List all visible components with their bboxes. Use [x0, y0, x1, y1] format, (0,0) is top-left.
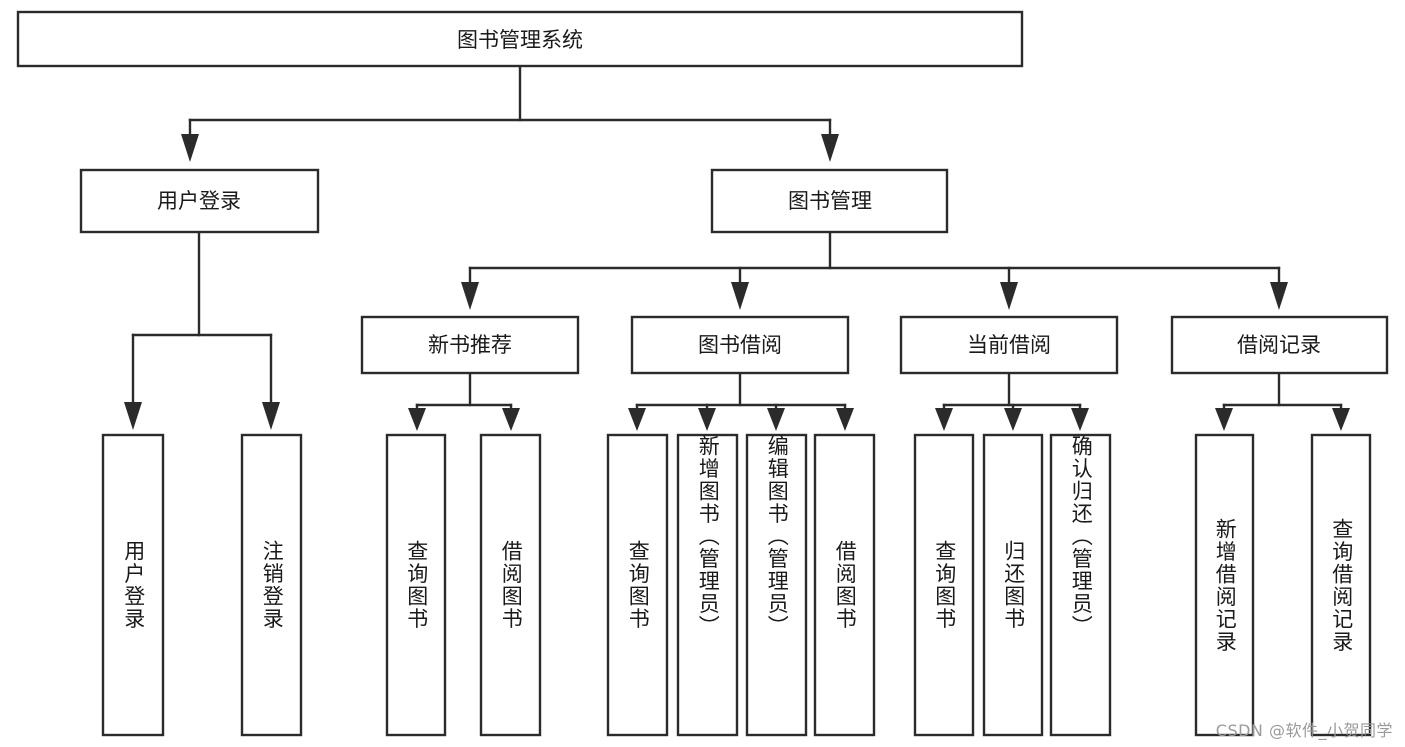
node-book-manage[interactable]: 图书管理	[710, 168, 949, 234]
arrow-head-leaf-borrow-book-1	[502, 408, 520, 431]
node-leaf-add-record-box[interactable]	[1194, 433, 1255, 737]
node-current-borrow[interactable]: 当前借阅	[899, 315, 1119, 375]
arrow-head-leaf-query-book-2	[628, 408, 646, 431]
node-borrow-record-label: 借阅记录	[1237, 333, 1321, 357]
node-book-manage-box[interactable]	[710, 168, 949, 234]
node-current-borrow-label: 当前借阅	[967, 333, 1051, 357]
node-root-label: 图书管理系统	[457, 28, 583, 52]
node-leaf-borrow-book-2-box[interactable]	[813, 433, 876, 737]
connector-group-user-login	[124, 230, 280, 430]
connector-group-borrow-record	[1215, 371, 1350, 431]
node-user-login-label: 用户登录	[157, 189, 241, 213]
node-borrow-record[interactable]: 借阅记录	[1170, 315, 1389, 375]
node-new-book-recommend-box[interactable]	[360, 315, 580, 375]
node-root-box[interactable]	[16, 10, 1024, 68]
arrow-head-leaf-query-book-1	[408, 408, 426, 431]
arrow-head-book-borrow	[731, 282, 749, 310]
arrow-head-book-manage	[821, 134, 839, 162]
node-book-borrow[interactable]: 图书借阅	[630, 315, 850, 375]
node-leaf-return-book-box[interactable]	[982, 433, 1044, 737]
node-leaf-query-record-box[interactable]	[1310, 433, 1372, 737]
connector-group-book-manage	[461, 230, 1288, 310]
arrow-head-leaf-query-book-3	[935, 408, 953, 431]
node-user-login[interactable]: 用户登录	[79, 168, 320, 234]
node-leaf-user-login-box[interactable]	[101, 433, 165, 737]
node-new-book-recommend[interactable]: 新书推荐	[360, 315, 580, 375]
node-book-borrow-box[interactable]	[630, 315, 850, 375]
connector-group-book-borrow	[628, 371, 854, 431]
node-book-borrow-label: 图书借阅	[698, 333, 782, 357]
arrow-head-leaf-add-record	[1215, 408, 1233, 431]
arrow-head-leaf-user-login	[124, 402, 142, 430]
watermark-text: CSDN @软件_小贺同学	[1215, 721, 1393, 740]
node-leaf-add-book-box[interactable]	[676, 433, 739, 737]
arrow-head-leaf-confirm-return	[1071, 408, 1089, 431]
node-leaf-query-book-1-box[interactable]	[385, 433, 447, 737]
node-user-login-box[interactable]	[79, 168, 320, 234]
node-leaf-user-logout-box[interactable]	[240, 433, 303, 737]
arrow-head-leaf-borrow-book-2	[836, 408, 854, 431]
arrow-head-leaf-edit-book	[767, 408, 785, 431]
node-leaf-confirm-return-box[interactable]	[1049, 433, 1112, 737]
arrow-head-current-borrow	[1000, 282, 1018, 310]
arrow-head-new-book-recommend	[461, 282, 479, 310]
node-leaf-query-book-3-box[interactable]	[913, 433, 975, 737]
arrow-head-borrow-record	[1270, 282, 1288, 310]
connector-group-root	[181, 64, 839, 162]
node-current-borrow-box[interactable]	[899, 315, 1119, 375]
node-leaf-query-book-2-box[interactable]	[606, 433, 669, 737]
arrow-head-leaf-user-logout	[262, 402, 280, 430]
node-leaf-edit-book-box[interactable]	[745, 433, 808, 737]
arrow-head-leaf-add-book	[698, 408, 716, 431]
node-leaf-borrow-book-1-box[interactable]	[479, 433, 542, 737]
node-root[interactable]: 图书管理系统	[16, 10, 1024, 68]
node-new-book-recommend-label: 新书推荐	[428, 333, 512, 357]
arrow-head-leaf-return-book	[1004, 408, 1022, 431]
arrow-head-leaf-query-record	[1332, 408, 1350, 431]
connector-group-current-borrow	[935, 371, 1089, 431]
arrow-head-user-login	[181, 134, 199, 162]
node-book-manage-label: 图书管理	[788, 189, 872, 213]
node-borrow-record-box[interactable]	[1170, 315, 1389, 375]
connector-group-new-book-recommend	[408, 371, 520, 431]
